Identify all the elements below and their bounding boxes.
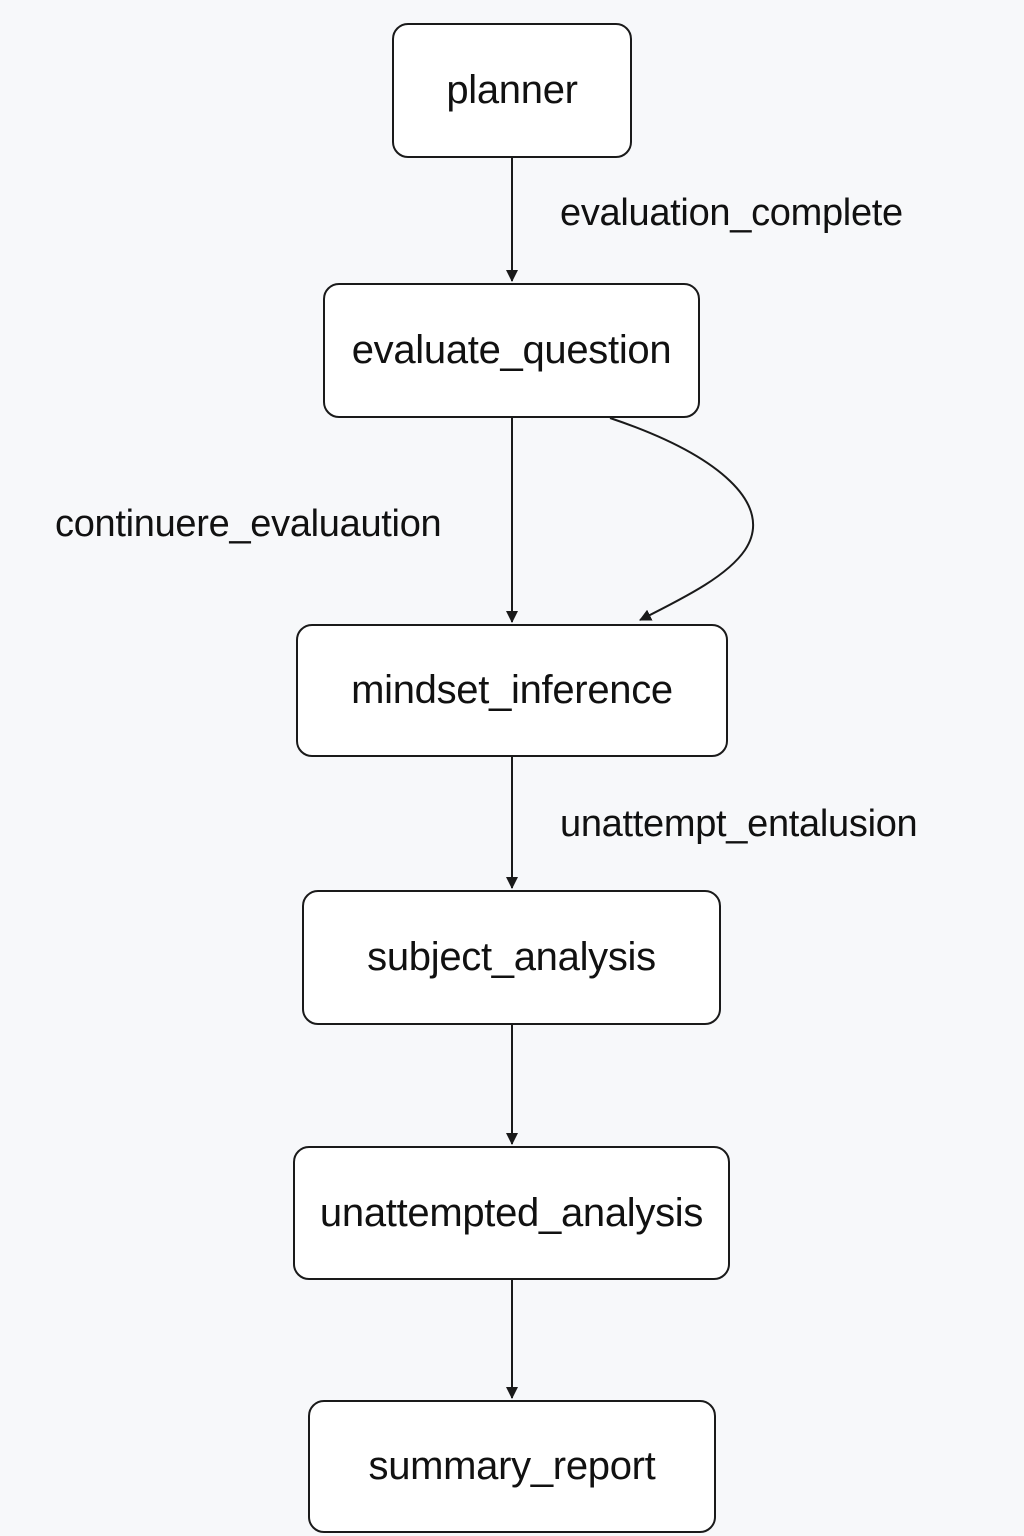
node-planner[interactable]: planner <box>392 23 632 158</box>
edge-evaluate-to-mindset-loop <box>609 417 755 621</box>
node-subject-analysis-label: subject_analysis <box>367 935 656 979</box>
node-planner-label: planner <box>446 68 578 112</box>
node-mindset-inference-label: mindset_inference <box>351 668 673 712</box>
node-mindset-inference[interactable]: mindset_inference <box>296 624 728 757</box>
node-evaluate-question-label: evaluate_question <box>351 328 672 372</box>
node-unattempted-analysis-label: unattempted_analysis <box>319 1190 704 1235</box>
node-evaluate-question[interactable]: evaluate_question <box>323 283 700 418</box>
edge-label-unattempt: unattempt_entalusion <box>560 803 918 845</box>
node-subject-analysis[interactable]: subject_analysis <box>302 890 721 1025</box>
node-summary-report[interactable]: summary_report <box>308 1400 716 1533</box>
node-summary-report-label: summary_report <box>368 1444 656 1488</box>
edge-label-evaluation-complete: evaluation_complete <box>560 192 903 234</box>
node-unattempted-analysis[interactable]: unattempted_analysis <box>293 1146 730 1280</box>
edge-label-continue-evaluation: continuere_evaluaution <box>55 503 442 545</box>
